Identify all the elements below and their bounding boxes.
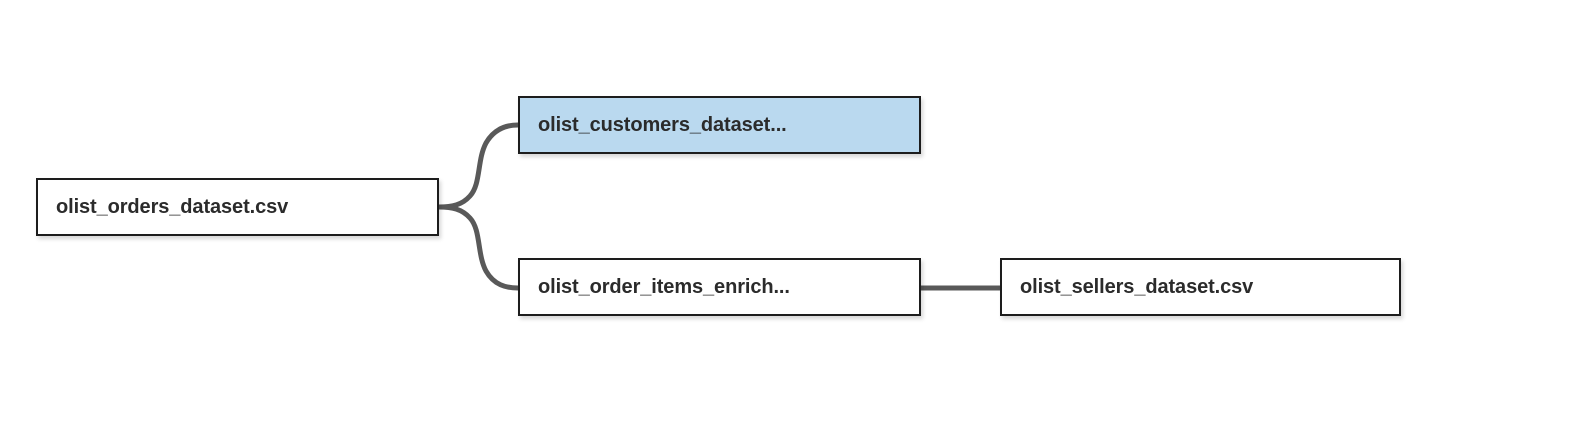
edge-orders-to-order-items [436, 204, 521, 291]
graph-node-sellers[interactable]: olist_sellers_dataset.csv [1000, 258, 1401, 316]
graph-node-orders[interactable]: olist_orders_dataset.csv [36, 178, 439, 236]
graph-node-label: olist_sellers_dataset.csv [1020, 275, 1254, 298]
edge-orders-to-customers [436, 122, 521, 210]
graph-node-label: olist_order_items_enrich... [538, 275, 790, 298]
graph-node-order-items[interactable]: olist_order_items_enrich... [518, 258, 921, 316]
graph-node-label: olist_customers_dataset... [538, 113, 787, 136]
graph-node-customers[interactable]: olist_customers_dataset... [518, 96, 921, 154]
graph-node-label: olist_orders_dataset.csv [56, 195, 289, 218]
